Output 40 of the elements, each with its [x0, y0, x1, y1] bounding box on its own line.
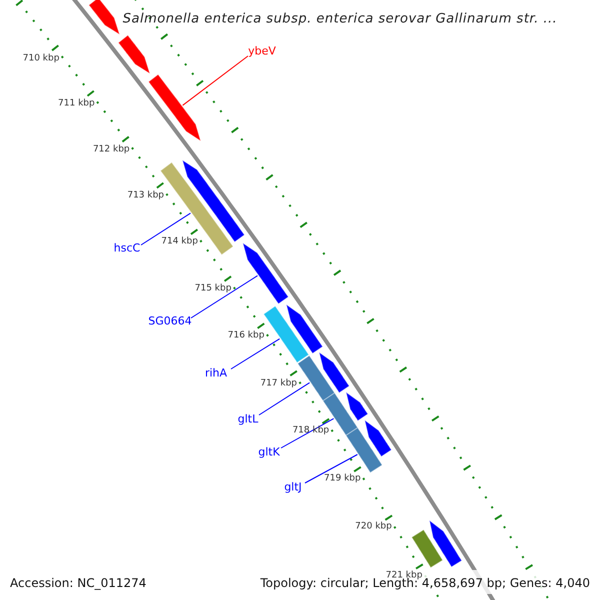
gene-feature — [297, 354, 336, 402]
gene-label: SG0664 — [148, 316, 192, 326]
scale-label: 717 kbp — [260, 379, 298, 388]
gene-feature — [345, 391, 368, 422]
scale-label: 713 kbp — [127, 192, 164, 201]
gene-feature — [242, 242, 289, 304]
leader-line — [230, 338, 280, 370]
leader-line — [190, 275, 258, 318]
gene-feature — [88, 0, 120, 36]
scale-label: 712 kbp — [92, 146, 130, 155]
leader-line — [304, 454, 358, 484]
scale-label: 714 kbp — [161, 238, 198, 247]
scale-label: 719 kbp — [324, 474, 361, 484]
gene-feature — [364, 419, 392, 458]
gene-label: gltL — [238, 414, 258, 424]
gene-label: gltJ — [284, 482, 302, 492]
leader-line — [258, 382, 310, 416]
diagram-title: Salmonella enterica subsp. enterica serovar Gallinarum str. ... — [122, 12, 558, 26]
gene-feature — [148, 74, 202, 142]
gene-feature — [428, 519, 462, 568]
gene-feature — [411, 529, 444, 568]
accession-text: Accession: NC_011274 — [10, 577, 146, 589]
gene-feature — [318, 351, 350, 394]
gene-label: ybeV — [248, 46, 276, 56]
scale-label: 710 kbp — [22, 54, 60, 64]
scale-label: 716 kbp — [228, 332, 264, 341]
gene-label: rihA — [204, 368, 228, 378]
gene-label: hscC — [114, 242, 140, 254]
gene-feature — [263, 305, 310, 364]
scale-label: 718 kbp — [292, 426, 330, 436]
gene-feature — [118, 34, 151, 75]
gene-feature — [286, 303, 324, 354]
scale-label: 711 kbp — [58, 100, 95, 109]
leader-line — [280, 418, 334, 448]
leader-line — [182, 56, 248, 106]
scale-label: 720 kbp — [355, 522, 392, 532]
leader-line — [140, 212, 191, 246]
gene-feature — [345, 427, 383, 474]
gene-label: gltK — [258, 446, 280, 458]
scale-label: 715 kbp — [194, 284, 232, 294]
